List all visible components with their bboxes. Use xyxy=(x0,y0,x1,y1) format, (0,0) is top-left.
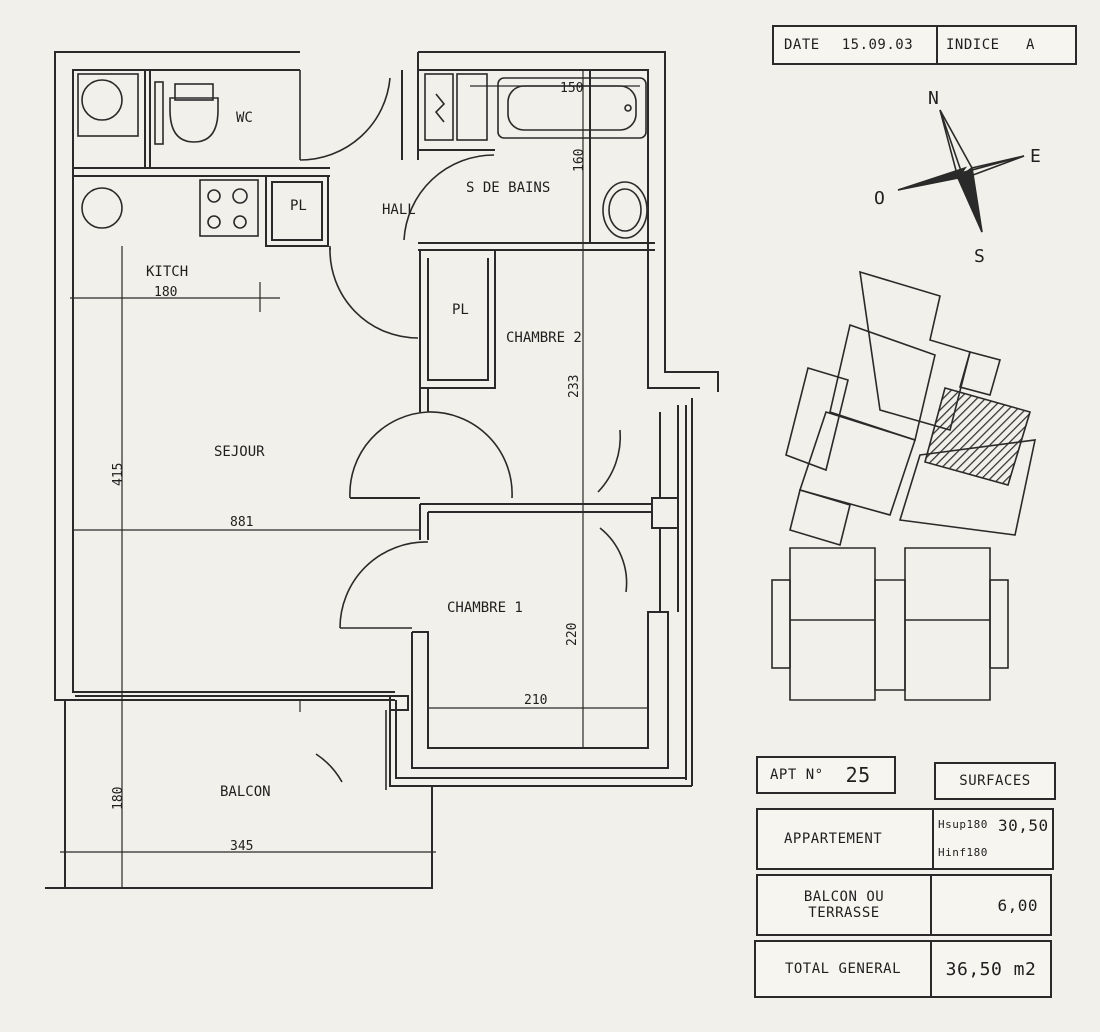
compass-e-label: E xyxy=(1030,146,1041,167)
dim-bath-150: 150 xyxy=(560,81,583,96)
dim-balcon-180: 180 xyxy=(111,787,126,810)
dim-kitch-180: 180 xyxy=(154,285,177,300)
balcon-divider xyxy=(930,876,932,934)
appartement-box: APPARTEMENT Hsup180 30,50 Hinf180 xyxy=(756,808,1054,870)
date-label: DATE xyxy=(784,37,820,53)
balcon-value: 6,00 xyxy=(997,895,1038,915)
room-sejour-label: SEJOUR xyxy=(214,444,265,460)
compass-n-label: N xyxy=(928,88,939,109)
indice-value: A xyxy=(1026,37,1035,53)
room-pl-hall-label: PL xyxy=(290,198,307,214)
appartement-divider xyxy=(932,810,934,868)
room-wc-label: WC xyxy=(236,110,253,126)
hsup-label: Hsup180 xyxy=(938,818,988,831)
fixtures xyxy=(77,73,648,239)
dim-sejour-415: 415 xyxy=(111,463,126,486)
compass-o-label: O xyxy=(874,188,885,209)
dim-sejour-881: 881 xyxy=(230,515,253,530)
hinf-label: Hinf180 xyxy=(938,846,988,859)
apt-number-box: APT N° 25 xyxy=(756,756,896,794)
dim-ch1-220: 220 xyxy=(565,623,580,646)
dim-ch2-233: 233 xyxy=(567,375,582,398)
room-hall-label: HALL xyxy=(382,202,416,218)
compass-rose: N E S O xyxy=(874,88,1041,267)
apt-label: APT N° xyxy=(770,767,824,783)
total-box: TOTAL GENERAL 36,50 m2 xyxy=(754,940,1052,998)
total-value-cell: 36,50 m2 xyxy=(932,942,1050,996)
dim-bath-160: 160 xyxy=(572,149,587,172)
room-chambre1-label: CHAMBRE 1 xyxy=(447,600,523,616)
total-label: TOTAL GENERAL xyxy=(784,961,902,977)
hsup-value: 30,50 xyxy=(998,816,1049,835)
surfaces-box: SURFACES xyxy=(934,762,1056,800)
header-divider xyxy=(936,27,938,63)
balcon-value-cell: 6,00 xyxy=(932,876,1050,934)
balcony-outline xyxy=(45,695,433,889)
dim-balcon-345: 345 xyxy=(230,839,253,854)
dim-ch1-210: 210 xyxy=(524,693,547,708)
compass-star-icon xyxy=(897,109,1025,233)
compass-s-label: S xyxy=(974,246,985,267)
room-chambre2-label: CHAMBRE 2 xyxy=(506,330,582,346)
room-s-de-bains-label: S DE BAINS xyxy=(466,180,550,196)
total-label-cell: TOTAL GENERAL xyxy=(756,942,930,996)
appartement-label: APPARTEMENT xyxy=(784,831,883,847)
room-kitch-label: KITCH xyxy=(146,264,188,280)
balcon-label-line1: BALCON OU xyxy=(803,889,885,905)
balcon-box: BALCON OU TERRASSE 6,00 xyxy=(756,874,1052,936)
door-swings xyxy=(299,70,628,790)
total-divider xyxy=(930,942,932,996)
total-value: 36,50 m2 xyxy=(945,958,1037,980)
key-plan xyxy=(771,270,1037,701)
apt-number: 25 xyxy=(845,763,871,787)
dimension-lines xyxy=(60,70,648,888)
surfaces-label: SURFACES xyxy=(959,773,1031,789)
date-indice-box: DATE 15.09.03 INDICE A xyxy=(772,25,1077,65)
room-labels: WC KITCH PL HALL S DE BAINS PL CHAMBRE 2… xyxy=(146,110,582,800)
outer-walls xyxy=(54,51,719,787)
room-balcon-label: BALCON xyxy=(220,784,271,800)
interior-walls xyxy=(73,70,655,540)
indice-label: INDICE xyxy=(946,37,1000,53)
date-value: 15.09.03 xyxy=(841,37,914,53)
balcon-label-line2: TERRASSE xyxy=(808,905,880,921)
room-pl-chambre2-label: PL xyxy=(452,302,469,318)
dimension-labels: 150 160 180 233 415 881 220 210 180 345 xyxy=(111,81,587,854)
balcon-label-block: BALCON OU TERRASSE xyxy=(758,876,930,934)
